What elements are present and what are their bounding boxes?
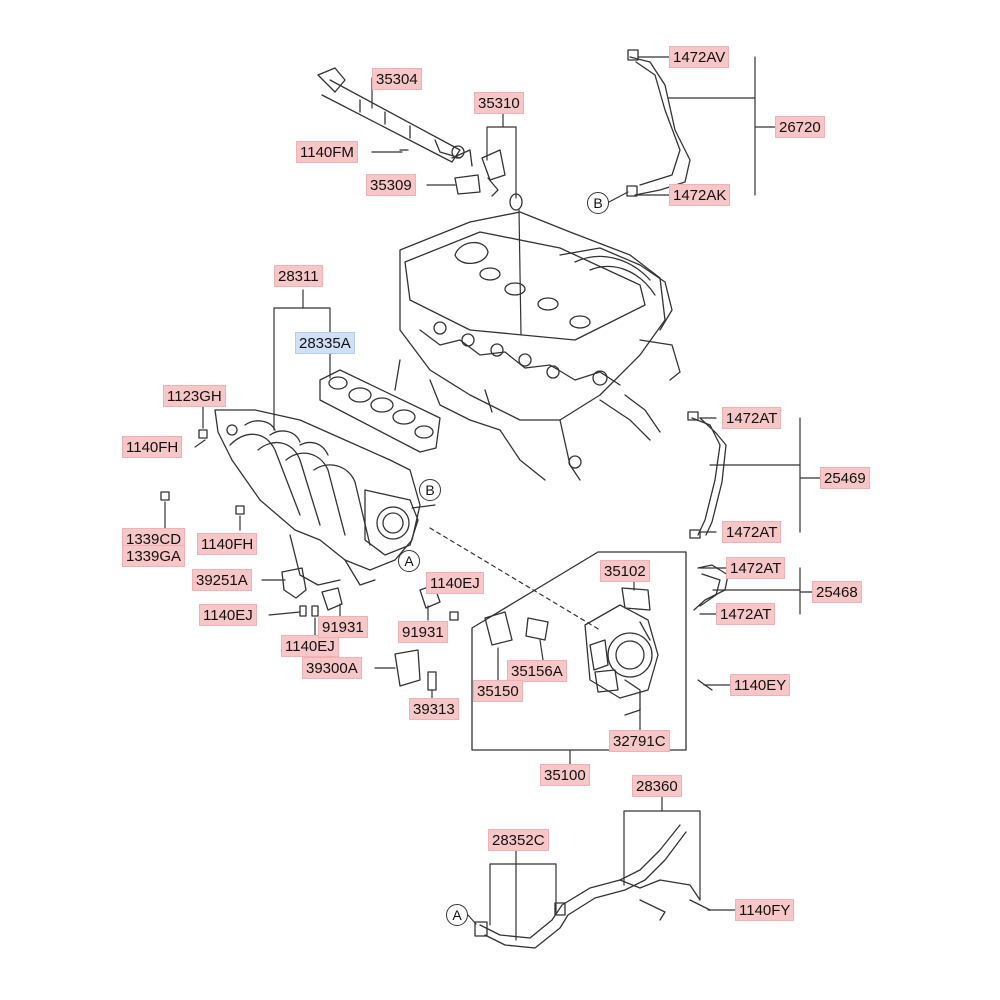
part-label-1140EJ-lower[interactable]: 1140EJ (281, 635, 339, 657)
part-label-91931-right[interactable]: 91931 (398, 621, 448, 643)
part-label-1472AT-b[interactable]: 1472AT (722, 521, 782, 543)
part-label-1140FM[interactable]: 1140FM (296, 141, 358, 163)
breather-drawing (474, 824, 711, 949)
part-label-25469[interactable]: 25469 (820, 467, 870, 489)
part-label-35150[interactable]: 35150 (473, 680, 523, 702)
callout-b-manifold: B (419, 479, 441, 501)
part-label-1140FH[interactable]: 1140FH (122, 436, 183, 458)
part-label-1140FY[interactable]: 1140FY (735, 899, 795, 921)
brackets-drawing (281, 567, 441, 687)
part-label-35310[interactable]: 35310 (474, 92, 524, 114)
intake-manifold-drawing (214, 409, 421, 586)
part-label-35100[interactable]: 35100 (540, 764, 590, 786)
bolts-drawing (160, 429, 459, 691)
part-label-39300A[interactable]: 39300A (302, 657, 362, 679)
throttle-body-drawing (471, 551, 713, 751)
part-label-1140FH-lower[interactable]: 1140FH (197, 533, 258, 555)
part-label-1472AT[interactable]: 1472AT (722, 407, 782, 429)
engine-head-drawing (394, 211, 681, 481)
part-label-1472AT-d[interactable]: 1472AT (716, 603, 776, 625)
part-label-32791C[interactable]: 32791C (609, 730, 670, 752)
callout-a-breather: A (446, 904, 468, 926)
part-label-26720[interactable]: 26720 (775, 116, 825, 138)
part-label-35156A[interactable]: 35156A (507, 660, 567, 682)
part-label-1140EJ-right[interactable]: 1140EJ (426, 572, 484, 594)
part-label-28360[interactable]: 28360 (632, 775, 682, 797)
gasket-drawing (319, 369, 441, 453)
fuel-rail-drawing (317, 67, 523, 211)
leader-lines (164, 56, 821, 941)
part-label-28352C[interactable]: 28352C (488, 829, 549, 851)
part-label-1140EY[interactable]: 1140EY (730, 674, 791, 696)
hoses-25469-25468-drawing (687, 411, 729, 611)
part-label-39313[interactable]: 39313 (409, 698, 459, 720)
part-label-1339GA[interactable]: 1339GA (122, 545, 186, 567)
part-label-35304[interactable]: 35304 (372, 68, 422, 90)
part-label-1140EJ[interactable]: 1140EJ (199, 604, 257, 626)
part-label-28311[interactable]: 28311 (274, 265, 323, 287)
part-label-39251A[interactable]: 39251A (192, 569, 252, 591)
part-label-91931[interactable]: 91931 (318, 616, 368, 638)
hose-26720-drawing (626, 49, 691, 197)
part-label-1123GH[interactable]: 1123GH (163, 385, 226, 407)
part-label-25468[interactable]: 25468 (812, 581, 862, 603)
part-label-1472AV[interactable]: 1472AV (669, 46, 730, 68)
part-label-28335A[interactable]: 28335A (295, 332, 355, 354)
part-label-1472AT-c[interactable]: 1472AT (726, 557, 786, 579)
callout-a-manifold: A (398, 550, 420, 572)
part-label-1472AK[interactable]: 1472AK (669, 184, 731, 206)
part-label-35102[interactable]: 35102 (600, 560, 650, 582)
callout-b-top: B (587, 192, 609, 214)
part-label-35309[interactable]: 35309 (366, 174, 416, 196)
